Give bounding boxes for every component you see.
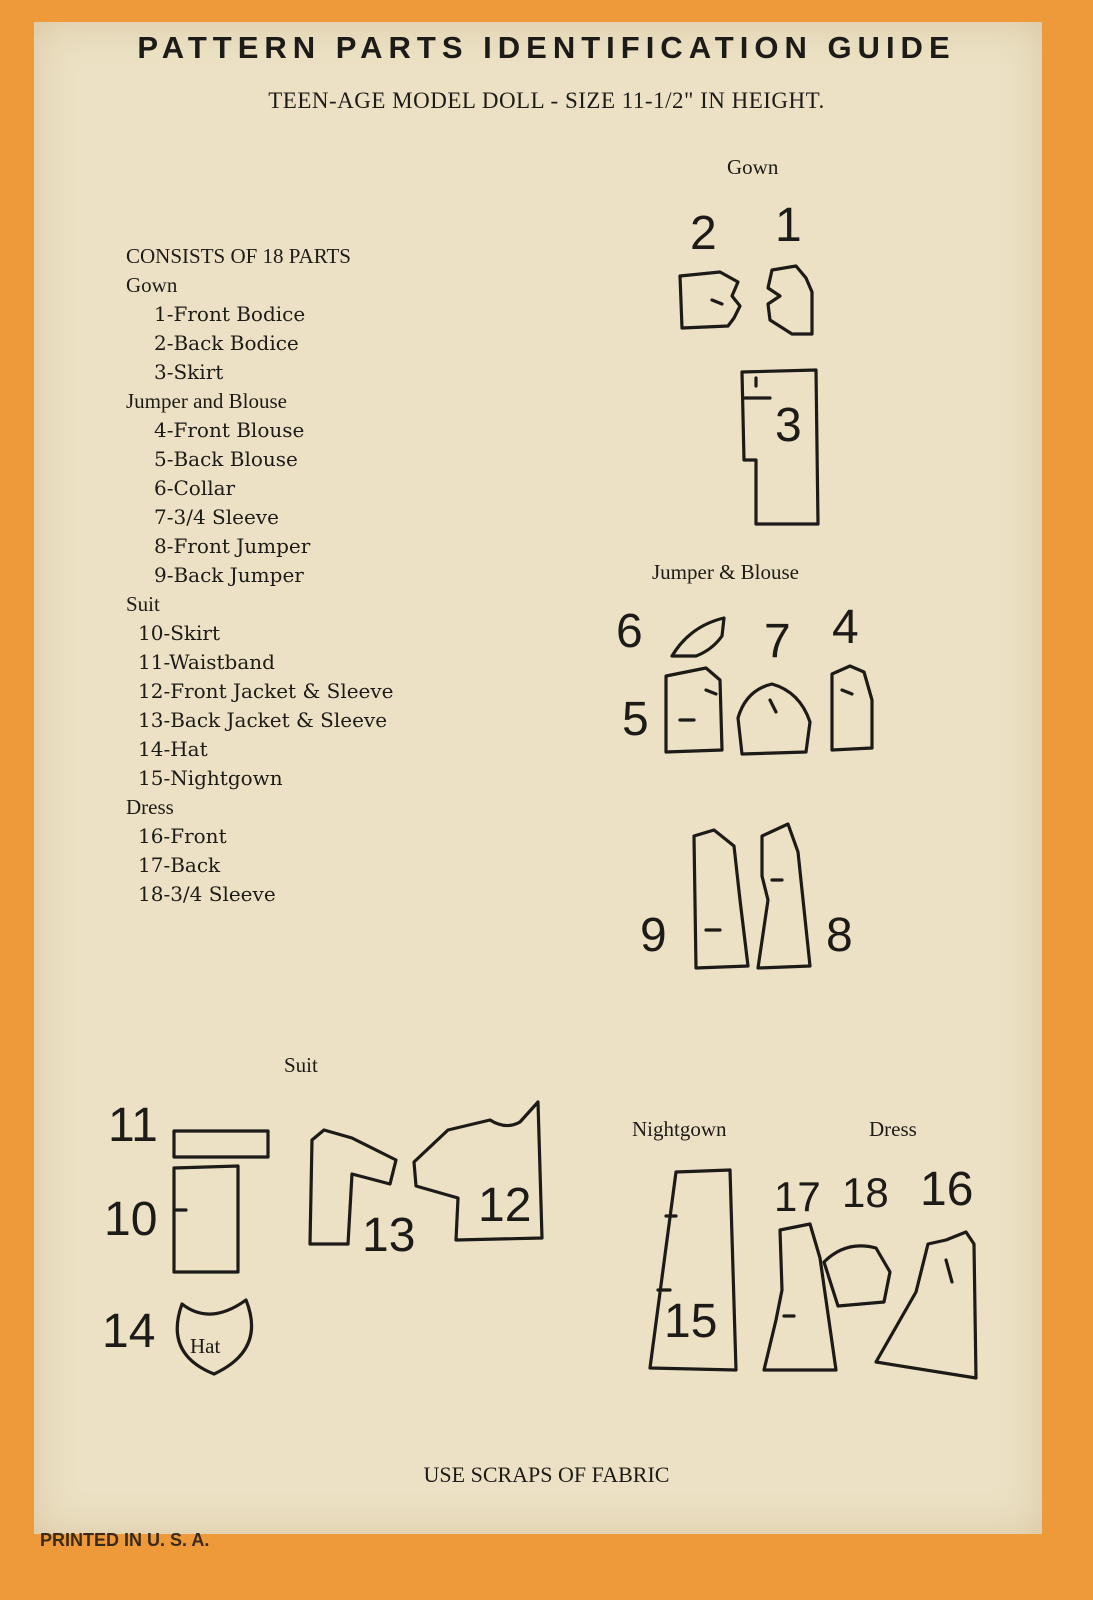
dress-sleeve-piece	[822, 1244, 892, 1308]
piece-number: 4	[832, 601, 859, 654]
list-item: 9-Back Jumper	[154, 563, 304, 587]
list-item: 5-Back Blouse	[154, 447, 298, 471]
dress-back-piece	[762, 1222, 838, 1372]
piece-number: 15	[664, 1295, 718, 1348]
printed-in-usa: PRINTED IN U. S. A.	[40, 1530, 210, 1550]
piece-number: 12	[478, 1179, 532, 1232]
list-item: 6-Collar	[154, 476, 236, 500]
back-bodice-piece	[678, 270, 742, 330]
section-label-dress: Dress	[126, 795, 174, 819]
piece-number: 8	[826, 909, 853, 962]
piece-number: 10	[104, 1193, 158, 1246]
piece-number: 2	[690, 207, 717, 260]
list-item: 8-Front Jumper	[154, 534, 311, 558]
front-bodice-piece	[766, 264, 814, 336]
page-title: PATTERN PARTS IDENTIFICATION GUIDE	[137, 30, 956, 65]
list-item: 12-Front Jacket & Sleeve	[138, 679, 394, 703]
back-jumper-piece	[692, 828, 750, 970]
piece-number: 3	[775, 399, 802, 452]
piece-number: 5	[622, 693, 649, 746]
piece-number: 11	[108, 1099, 158, 1152]
list-item: 1-Front Bodice	[154, 302, 306, 326]
suit-skirt-piece	[172, 1164, 240, 1274]
front-jumper-piece	[756, 822, 812, 970]
hat-label: Hat	[190, 1334, 221, 1358]
nightgown-piece	[648, 1168, 738, 1372]
list-item: 15-Nightgown	[138, 766, 283, 790]
list-item: 10-Skirt	[138, 621, 221, 645]
piece-number: 16	[920, 1163, 974, 1216]
diagram-label-jumper: Jumper & Blouse	[652, 560, 799, 584]
section-label-jumper: Jumper and Blouse	[126, 389, 287, 413]
section-label-suit: Suit	[126, 592, 160, 616]
footer-note: USE SCRAPS OF FABRIC	[423, 1462, 670, 1487]
front-jacket-piece	[412, 1100, 544, 1242]
dress-front-piece	[874, 1230, 978, 1380]
list-item: 11-Waistband	[138, 650, 275, 674]
list-item: 3-Skirt	[154, 360, 224, 384]
list-item: 2-Back Bodice	[154, 331, 299, 355]
diagram-label-nightgown: Nightgown	[632, 1117, 727, 1141]
waistband-piece	[172, 1129, 270, 1159]
hat-piece	[175, 1298, 254, 1376]
section-label-gown: Gown	[126, 273, 178, 297]
collar-piece	[670, 616, 726, 658]
list-item: 7-3/4 Sleeve	[154, 505, 279, 529]
diagram-label-suit: Suit	[284, 1053, 318, 1077]
back-blouse-piece	[664, 666, 724, 754]
back-jacket-piece	[308, 1128, 398, 1246]
piece-number: 9	[640, 909, 667, 962]
page-subtitle: TEEN-AGE MODEL DOLL - SIZE 11-1/2" IN HE…	[268, 88, 825, 113]
list-item: 16-Front	[138, 824, 227, 848]
diagram-label-gown: Gown	[727, 155, 779, 179]
piece-number: 1	[775, 199, 802, 252]
gown-skirt-piece	[740, 368, 820, 526]
piece-number: 17	[774, 1173, 821, 1220]
piece-number: 7	[764, 615, 791, 668]
piece-number: 13	[362, 1209, 416, 1262]
front-blouse-piece	[830, 664, 874, 752]
list-item: 4-Front Blouse	[154, 418, 305, 442]
diagram-label-dress: Dress	[869, 1117, 917, 1141]
list-item: 13-Back Jacket & Sleeve	[138, 708, 388, 732]
piece-number: 6	[616, 605, 643, 658]
list-item: 17-Back	[138, 853, 221, 877]
piece-number: 18	[842, 1169, 889, 1216]
list-item: 14-Hat	[138, 737, 208, 761]
piece-number: 14	[102, 1305, 156, 1358]
parts-count-heading: CONSISTS OF 18 PARTS	[126, 244, 351, 268]
list-item: 18-3/4 Sleeve	[138, 882, 276, 906]
sleeve-piece	[736, 682, 812, 756]
pattern-guide-sheet	[34, 22, 1042, 1534]
